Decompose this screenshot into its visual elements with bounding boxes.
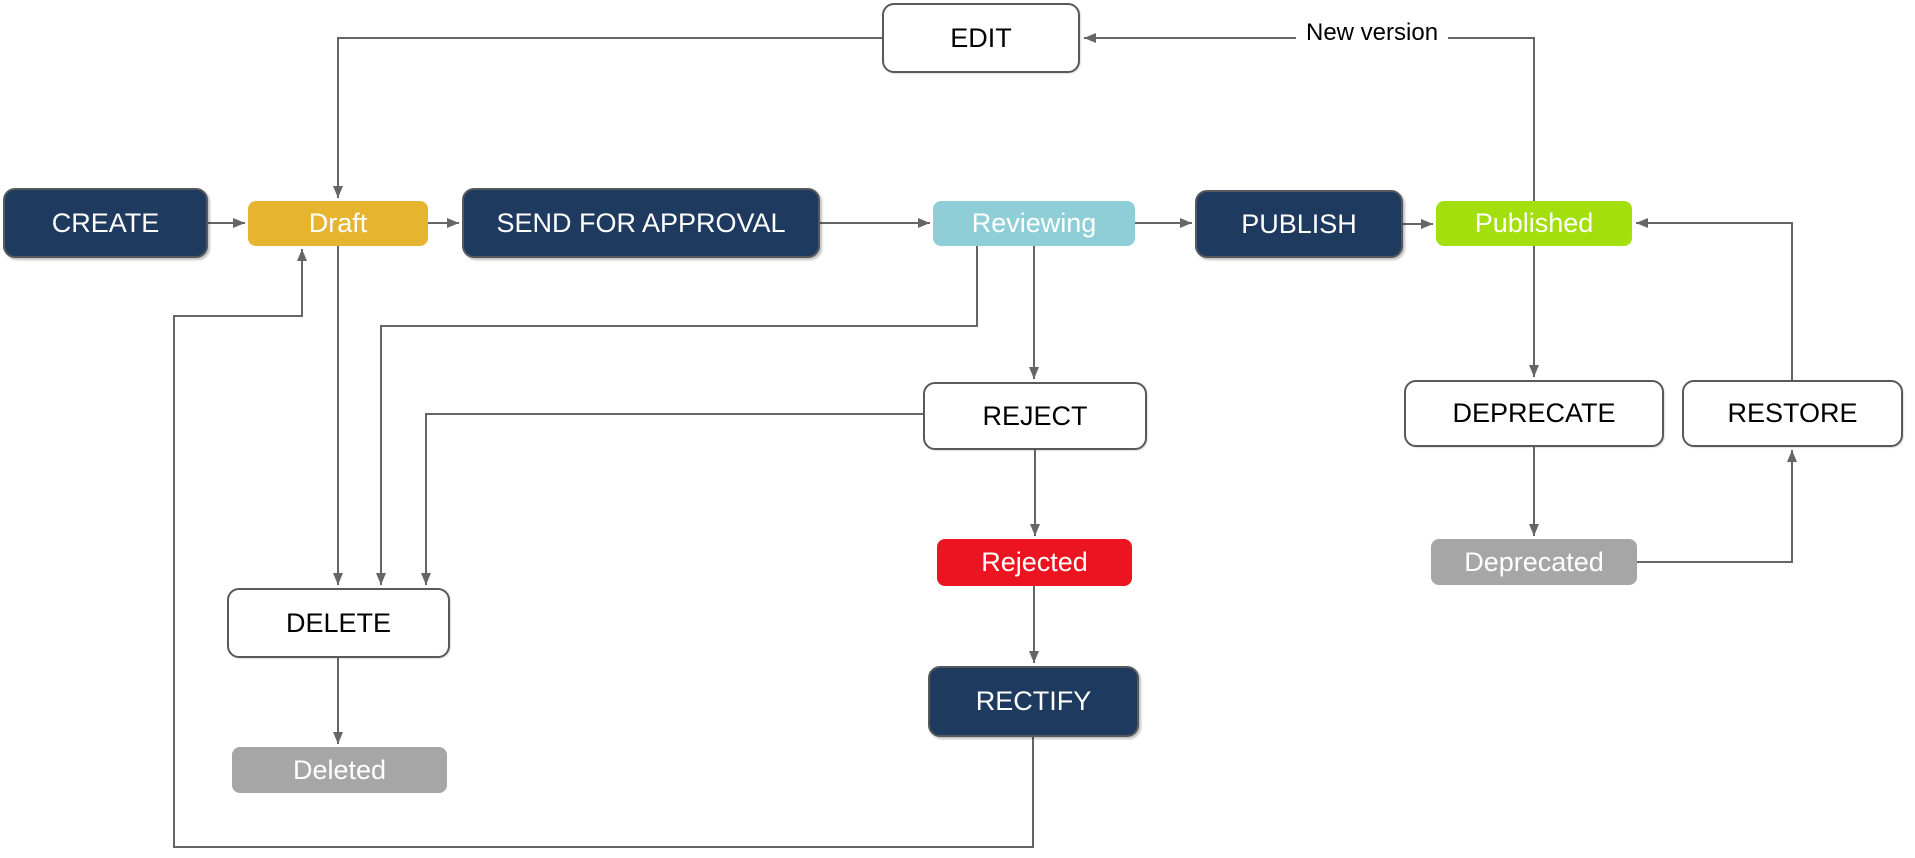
edge-label-new-version: New version	[1296, 17, 1449, 49]
edge-edit-draft	[333, 37, 882, 198]
node-draft-state[interactable]: Draft	[248, 201, 428, 246]
edge-reviewing-delete	[376, 246, 978, 585]
edge-deprecated-restore	[1637, 450, 1797, 563]
node-delete[interactable]: DELETE	[227, 588, 450, 658]
node-reviewing-state[interactable]: Reviewing	[933, 201, 1135, 246]
node-rejected-state[interactable]: Rejected	[937, 539, 1132, 586]
edge-rectify-draft	[173, 249, 1034, 848]
node-edit[interactable]: EDIT	[882, 3, 1080, 73]
node-send-for-approval[interactable]: SEND FOR APPROVAL	[462, 188, 820, 258]
node-deprecate[interactable]: DEPRECATE	[1404, 380, 1664, 447]
node-restore[interactable]: RESTORE	[1682, 380, 1903, 447]
node-deprecated-state[interactable]: Deprecated	[1431, 539, 1637, 585]
edge-published-edit-newversion	[1084, 33, 1535, 201]
node-reject[interactable]: REJECT	[923, 382, 1147, 450]
node-publish[interactable]: PUBLISH	[1195, 190, 1403, 258]
node-published-state[interactable]: Published	[1436, 201, 1632, 246]
node-create[interactable]: CREATE	[3, 188, 208, 258]
node-rectify[interactable]: RECTIFY	[928, 666, 1139, 737]
edge-reject-delete	[421, 413, 923, 585]
node-deleted-state[interactable]: Deleted	[232, 747, 447, 793]
edge-restore-published	[1636, 218, 1793, 380]
